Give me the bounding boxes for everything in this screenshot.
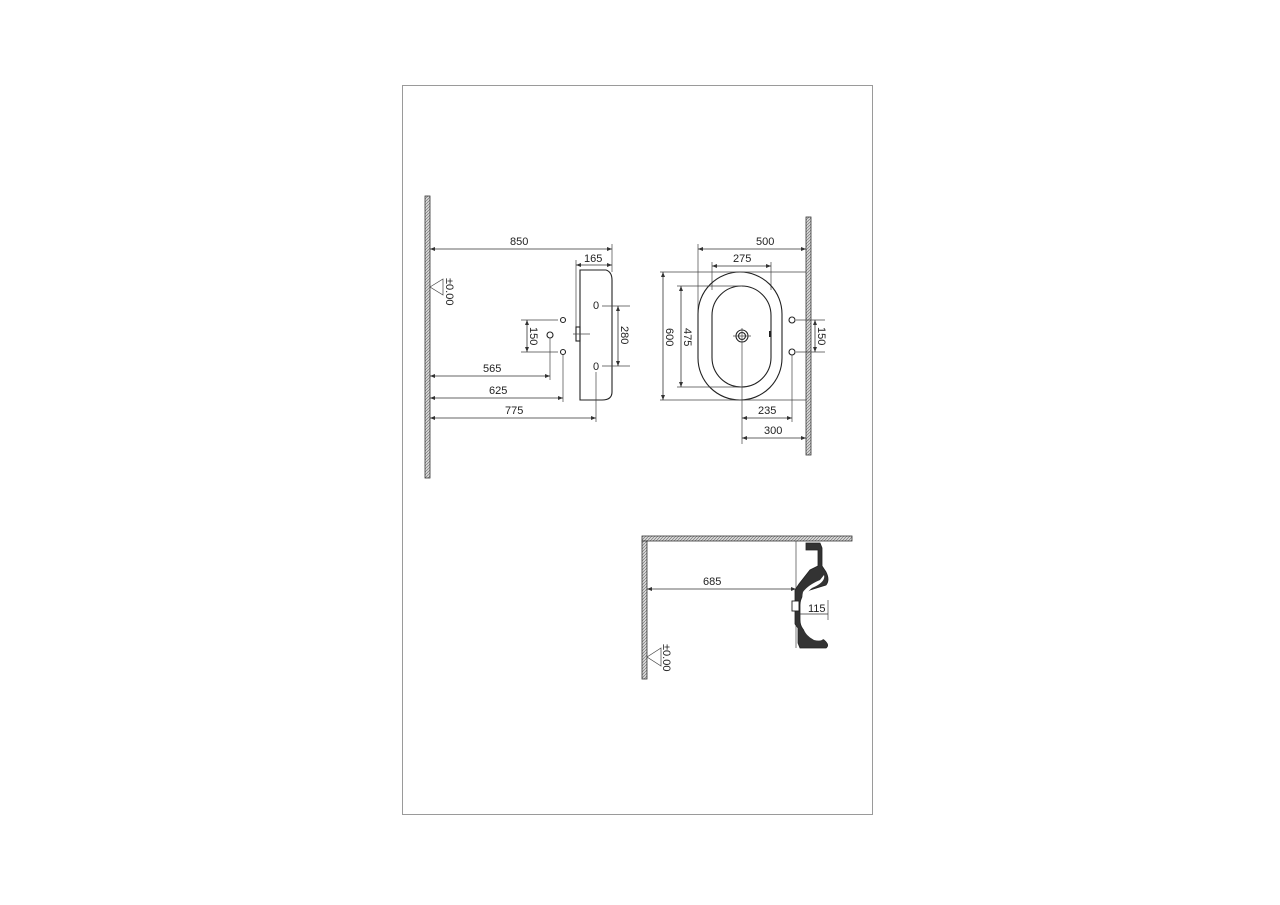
drawing-frame <box>402 85 873 815</box>
dim-565: 565 <box>483 363 501 375</box>
dim-475: 475 <box>681 328 693 346</box>
dim-775: 775 <box>505 405 523 417</box>
dim-115: 115 <box>808 603 826 615</box>
dim-165: 165 <box>584 253 602 265</box>
dim-235: 235 <box>758 405 776 417</box>
svg-text:0: 0 <box>593 361 599 373</box>
dim-275: 275 <box>733 253 751 265</box>
basin-side-profile <box>579 269 613 401</box>
section-view: ±0.00 685 115 <box>641 535 853 680</box>
wall <box>424 195 431 479</box>
dim-625: 625 <box>489 385 507 397</box>
level-marker-section-text: ±0.00 <box>660 644 672 671</box>
dim-280: 280 <box>618 326 630 344</box>
dim-150-side: 150 <box>527 327 539 345</box>
level-marker-section: ±0.00 <box>646 644 672 671</box>
basin-section-profile <box>794 542 829 649</box>
front-elevation: 500 275 600 475 <box>660 216 827 456</box>
left-wall <box>641 540 648 680</box>
level-marker: ±0.00 <box>429 278 455 305</box>
svg-text:0: 0 <box>593 300 599 312</box>
basin-bowl <box>711 285 772 388</box>
dim-300: 300 <box>764 425 782 437</box>
dim-150-front: 150 <box>815 327 827 345</box>
dim-685: 685 <box>703 576 721 588</box>
dim-850: 850 <box>510 236 528 248</box>
dim-500: 500 <box>756 236 774 248</box>
level-marker-text: ±0.00 <box>443 278 455 305</box>
wall-right <box>805 216 812 456</box>
top-wall <box>641 535 853 542</box>
dim-600: 600 <box>663 328 675 346</box>
side-elevation: ±0.00 850 165 0 0 280 15 <box>424 195 630 479</box>
